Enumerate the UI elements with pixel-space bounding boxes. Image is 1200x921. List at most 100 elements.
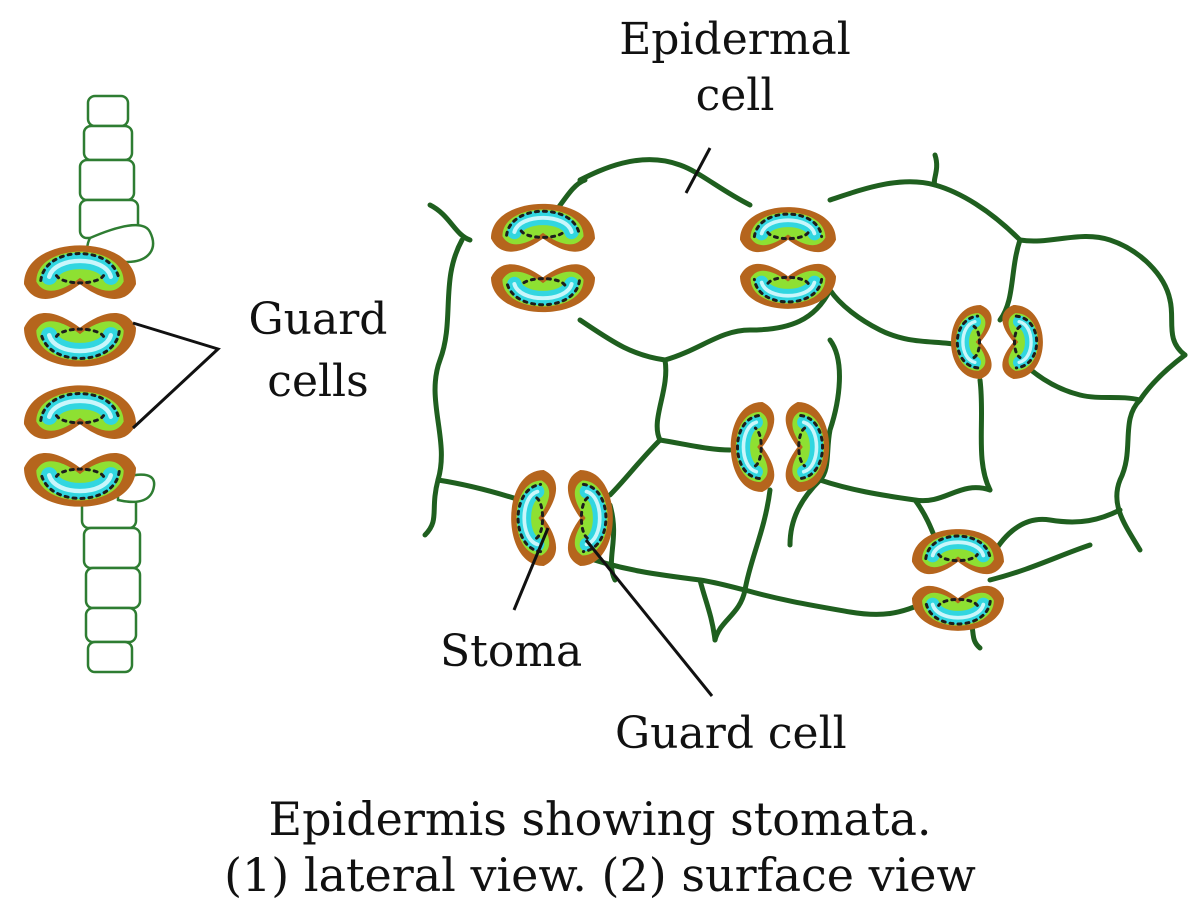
guard-cell-label: Guard cell	[615, 708, 847, 759]
vacuole-core	[512, 215, 574, 234]
chloroplasts	[924, 534, 992, 561]
epidermal-cell-wall	[427, 202, 473, 243]
caption-line1: Epidermis showing stomata.	[268, 792, 932, 846]
chloroplasts-lower	[766, 231, 810, 241]
vacuole-core	[1017, 319, 1033, 365]
chloroplasts	[955, 314, 980, 370]
stoma-label: Stoma	[440, 626, 583, 677]
epidermal-cell-wall	[742, 587, 933, 617]
chloroplasts-lower	[972, 324, 981, 360]
chloroplasts-lower	[54, 467, 106, 478]
guard-cell-right	[785, 402, 830, 492]
chloroplasts	[736, 414, 761, 480]
guard-cell-lower	[24, 453, 136, 507]
vacuole-core	[46, 473, 114, 494]
surface-stoma-top-middle	[740, 207, 836, 309]
guard-cell-upper	[24, 245, 136, 299]
epidermal-cell-wall	[712, 487, 773, 643]
lateral-epidermal-cell	[84, 566, 142, 610]
chloroplasts	[505, 279, 581, 307]
guard-cell-right	[567, 470, 613, 566]
vacuole-core	[759, 280, 817, 298]
vacuole-core	[930, 602, 986, 620]
leader-lines	[131, 147, 714, 697]
epidermal-cell-wall	[654, 357, 669, 443]
epidermal-cell-wall	[827, 179, 1023, 243]
epidermal-cell-wall	[827, 287, 963, 348]
lateral-epidermal-cell	[86, 640, 134, 674]
chloroplasts-lower	[519, 277, 567, 287]
chloroplasts	[39, 330, 121, 360]
vacuole-core	[741, 420, 759, 474]
lateral-epidermal-cell	[78, 158, 136, 202]
epidermal-cell-wall	[1167, 297, 1188, 358]
lateral-epidermal-cell	[82, 124, 134, 162]
chloroplasts	[924, 599, 992, 626]
chloroplasts	[39, 252, 121, 282]
epidermal-cell-wall	[1017, 357, 1143, 403]
lateral-epidermal-cell	[82, 526, 142, 570]
vacuole-core	[961, 319, 977, 365]
surface-stoma-bottom-left	[511, 470, 613, 566]
epidermal-cell-wall	[931, 152, 940, 188]
guard-cell-lower	[912, 585, 1004, 631]
chloroplasts-lower	[54, 274, 106, 285]
chloroplasts-lower	[535, 496, 545, 540]
epidermal-cell-label: Epidermal cell	[600, 18, 870, 118]
chloroplasts	[752, 277, 824, 304]
chloroplasts-lower	[797, 426, 807, 468]
epidermal-cell-label-line1: Epidermal	[619, 14, 851, 65]
guard-cell-upper	[740, 207, 836, 253]
chloroplasts-lower	[753, 426, 763, 468]
guard-cell-left	[511, 470, 557, 566]
lateral-stoma-upper	[24, 245, 136, 367]
vacuole-core	[522, 489, 540, 547]
figure-caption: Epidermis showing stomata. (1) lateral v…	[0, 796, 1200, 898]
epidermal-cell-leader	[684, 147, 712, 194]
epidermal-cell-wall	[1137, 352, 1188, 403]
epidermal-cell-wall	[697, 577, 718, 643]
chloroplasts	[516, 482, 543, 554]
chloroplasts	[752, 212, 824, 239]
surface-stoma-right	[951, 305, 1043, 379]
chloroplasts-lower	[766, 275, 810, 285]
stoma-leader	[512, 527, 550, 611]
chloroplasts-lower	[937, 597, 979, 607]
guard-cells-label: Guard cells	[238, 298, 398, 404]
chloroplasts	[1014, 314, 1039, 370]
vacuole-core	[584, 489, 602, 547]
chloroplasts	[505, 209, 581, 237]
guard-cell-right	[1002, 305, 1043, 379]
epidermal-cell-wall	[422, 237, 465, 538]
epidermal-cell-wall	[977, 377, 993, 493]
epidermal-cell-wall	[987, 542, 1093, 583]
vacuole-core	[46, 398, 114, 419]
guard-cells-label-line2: cells	[267, 356, 369, 407]
caption-line2: (1) lateral view. (2) surface view	[224, 848, 976, 902]
epidermal-cell-wall	[577, 317, 668, 363]
epidermal-cell-wall	[1114, 397, 1143, 553]
surface-view-stomata	[491, 203, 1043, 631]
epidermal-cell-wall	[1017, 234, 1173, 303]
surface-stoma-top-left	[491, 203, 595, 313]
guard-cell-left	[730, 402, 775, 492]
vacuole-core	[801, 420, 819, 474]
guard-cell-upper	[24, 385, 136, 439]
chloroplasts-lower	[579, 496, 589, 540]
epidermal-cell-wall	[657, 437, 733, 453]
chloroplasts-lower	[519, 229, 567, 239]
guard-cell-left	[951, 305, 992, 379]
epidermal-cell-wall	[987, 507, 1123, 563]
chloroplasts-lower	[54, 414, 106, 425]
vacuole-core	[759, 218, 817, 236]
epidermal-cell-wall	[435, 477, 523, 503]
vacuole-core	[46, 258, 114, 279]
surface-view-cell-walls	[422, 152, 1188, 651]
surface-stoma-center	[730, 402, 830, 492]
chloroplasts	[799, 414, 824, 480]
vacuole-core	[930, 540, 986, 558]
epidermal-cell-wall	[577, 552, 748, 593]
epidermal-cell-wall	[607, 437, 663, 498]
guard-cell-leader	[584, 539, 714, 697]
